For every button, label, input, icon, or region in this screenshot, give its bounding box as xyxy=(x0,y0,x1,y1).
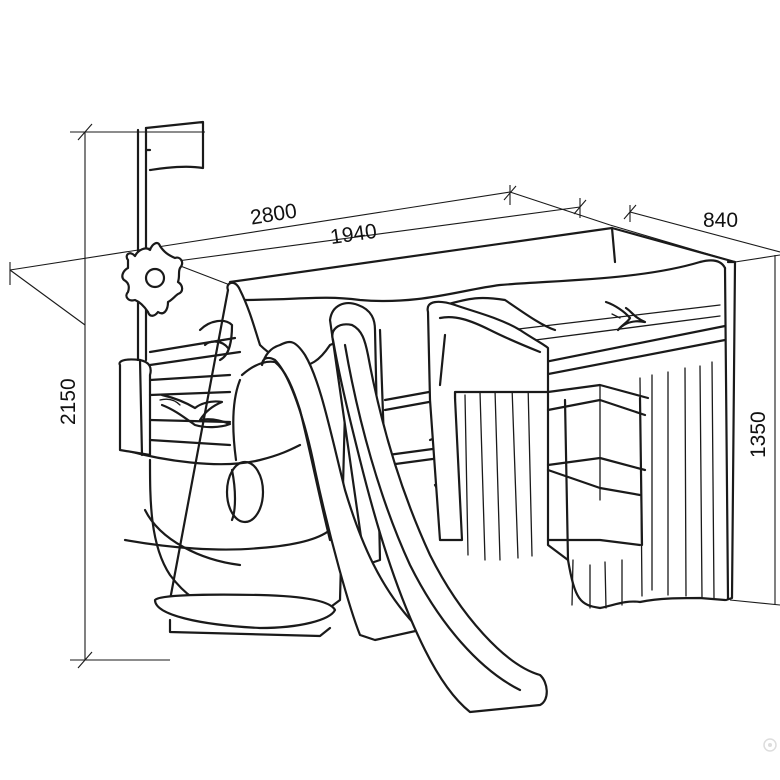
dimension-labels: 2800 1940 840 2150 1350 xyxy=(57,200,770,458)
slide xyxy=(232,302,548,714)
dimension-bed-height: 1350 xyxy=(747,411,770,458)
curtains xyxy=(464,361,727,610)
dimension-total-height: 2150 xyxy=(57,378,80,425)
bed-end-panel xyxy=(426,300,550,542)
watermark xyxy=(763,738,777,752)
ship-front xyxy=(118,281,374,638)
mast-and-flag xyxy=(136,120,205,362)
dimension-depth: 840 xyxy=(703,209,738,232)
dimension-overall-length: 2800 xyxy=(249,200,299,230)
steering-wheel-decoration xyxy=(121,241,184,317)
bird-decoration xyxy=(604,300,647,332)
dimension-bed-length: 1940 xyxy=(329,220,378,249)
shelf-unit xyxy=(546,383,650,562)
